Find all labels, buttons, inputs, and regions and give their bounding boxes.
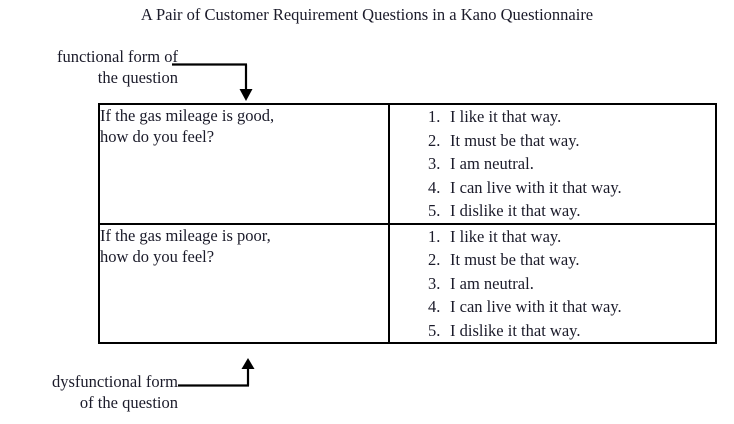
answer-text: I am neutral. <box>450 154 534 173</box>
list-item[interactable]: 3. I am neutral. <box>390 272 715 296</box>
dysfunctional-question-line2: how do you feel? <box>100 246 215 266</box>
answer-number: 4. <box>428 297 441 316</box>
list-item[interactable]: 1. I like it that way. <box>390 105 715 129</box>
list-item[interactable]: 1. I like it that way. <box>390 225 715 249</box>
dysfunctional-form-label-line2: of the question <box>79 393 178 412</box>
answer-number: 3. <box>428 154 441 173</box>
answer-number: 2. <box>428 130 441 150</box>
functional-form-arrow <box>170 56 262 104</box>
answer-number: 1. <box>428 107 441 126</box>
answer-number: 3. <box>428 273 441 293</box>
kano-questionnaire-table: If the gas mileage is good, how do you f… <box>98 103 717 344</box>
page-title: A Pair of Customer Requirement Questions… <box>140 5 594 24</box>
dysfunctional-answer-list: 1. I like it that way. 2. It must be that … <box>390 225 715 343</box>
dysfunctional-form-label: dysfunctional form of the question <box>2 371 178 413</box>
answer-number: 4. <box>428 177 441 197</box>
answer-text: I like it that way. <box>450 107 562 126</box>
functional-form-label-line2: the question <box>97 68 178 87</box>
functional-form-label-line1: functional form of <box>57 47 178 66</box>
up-arrow-icon <box>178 358 255 387</box>
list-item[interactable]: 4. I can live with it that way. <box>390 295 715 319</box>
down-arrow-icon <box>172 63 253 101</box>
answer-text: It must be that way. <box>450 130 580 150</box>
answer-text: It must be that way. <box>450 250 580 269</box>
list-item[interactable]: 2. It must be that way. <box>390 129 715 153</box>
answer-number: 5. <box>428 320 441 340</box>
answer-number: 1. <box>428 226 441 246</box>
functional-form-label: functional form of the question <box>6 46 178 88</box>
functional-answers-cell: 1. I like it that way. 2. It must be that … <box>388 103 717 225</box>
list-item[interactable]: 4. I can live with it that way. <box>390 176 715 200</box>
answer-number: 5. <box>428 201 441 220</box>
list-item[interactable]: 5. I dislike it that way. <box>390 199 715 223</box>
answer-text: I like it that way. <box>450 226 562 246</box>
answer-text: I dislike it that way. <box>450 201 581 220</box>
answer-number: 2. <box>428 250 441 269</box>
answer-text: I can live with it that way. <box>450 177 622 197</box>
functional-question-line1: If the gas mileage is good, <box>100 106 275 125</box>
dysfunctional-form-arrow <box>170 356 262 392</box>
answer-text: I can live with it that way. <box>450 297 622 316</box>
dysfunctional-question-line1: If the gas mileage is poor, <box>100 225 271 245</box>
answer-text: I am neutral. <box>450 273 534 293</box>
functional-answer-list: 1. I like it that way. 2. It must be that … <box>390 105 715 223</box>
functional-question-cell: If the gas mileage is good, how do you f… <box>98 103 390 225</box>
table-row: If the gas mileage is poor, how do you f… <box>98 222 717 344</box>
functional-question-line2: how do you feel? <box>100 127 215 146</box>
list-item[interactable]: 5. I dislike it that way. <box>390 319 715 343</box>
list-item[interactable]: 2. It must be that way. <box>390 248 715 272</box>
dysfunctional-form-label-line1: dysfunctional form <box>51 372 178 391</box>
list-item[interactable]: 3. I am neutral. <box>390 152 715 176</box>
dysfunctional-question-cell: If the gas mileage is poor, how do you f… <box>98 222 390 344</box>
dysfunctional-answers-cell: 1. I like it that way. 2. It must be that … <box>388 222 717 344</box>
answer-text: I dislike it that way. <box>450 320 581 340</box>
table-row: If the gas mileage is good, how do you f… <box>98 103 717 225</box>
